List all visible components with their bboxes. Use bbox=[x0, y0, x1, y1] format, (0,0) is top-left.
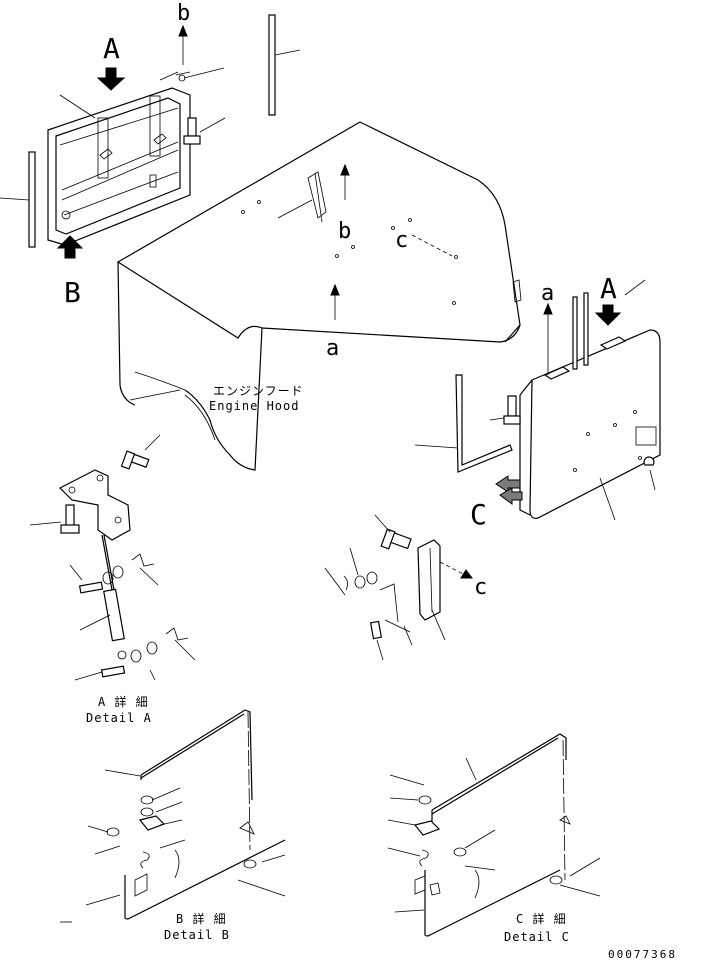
view-label-a: A bbox=[103, 32, 120, 65]
arrow-up-icon bbox=[56, 235, 84, 259]
ref-label-a: a bbox=[541, 281, 554, 306]
top-left-door-assembly bbox=[0, 14, 301, 259]
arrow-up-icon bbox=[330, 283, 340, 320]
arrow-up-icon bbox=[178, 24, 188, 65]
bolt-icon bbox=[29, 504, 80, 534]
arrow-up-icon bbox=[543, 302, 553, 375]
ref-label-c: c bbox=[474, 575, 487, 600]
detail-a-label-jp: A 詳 細 bbox=[98, 694, 149, 709]
engine-hood-label-jp: エンジンフード bbox=[213, 384, 304, 398]
ref-label-c: c bbox=[395, 228, 408, 253]
ref-label-b: b bbox=[177, 1, 190, 26]
view-label-c: C bbox=[470, 498, 487, 531]
detail-b-label-jp: B 詳 細 bbox=[176, 911, 227, 926]
engine-hood bbox=[116, 121, 522, 471]
right-door-assembly bbox=[414, 279, 661, 521]
arrow-right-icon bbox=[495, 475, 523, 505]
detail-b-assembly bbox=[60, 709, 286, 923]
seal-strip bbox=[268, 14, 276, 116]
arrow-down-icon bbox=[96, 67, 126, 91]
arrow-right-icon bbox=[439, 561, 473, 579]
view-label-a: A bbox=[600, 272, 617, 305]
drawing-number: 00077368 bbox=[608, 948, 677, 961]
detail-c-assembly bbox=[387, 733, 601, 937]
bolt-icon bbox=[183, 67, 226, 145]
engine-hood-label-en: Engine Hood bbox=[209, 399, 299, 413]
arrow-up-icon bbox=[340, 163, 350, 200]
seal-strip bbox=[28, 151, 36, 248]
latch-bracket-assembly bbox=[324, 514, 473, 661]
detail-a-assembly bbox=[29, 434, 196, 681]
detail-c-label-jp: C 詳 細 bbox=[516, 911, 567, 926]
detail-a-label-en: Detail A bbox=[86, 711, 152, 725]
detail-b-label-en: Detail B bbox=[164, 928, 230, 942]
arrow-down-icon bbox=[594, 304, 622, 326]
bolt-icon bbox=[489, 395, 521, 425]
ref-label-a: a bbox=[326, 336, 339, 361]
view-label-b: B bbox=[64, 276, 81, 309]
ref-label-b: b bbox=[338, 219, 351, 244]
detail-c-label-en: Detail C bbox=[504, 930, 570, 944]
bolt-icon bbox=[120, 434, 161, 470]
bolt-icon bbox=[374, 514, 412, 550]
